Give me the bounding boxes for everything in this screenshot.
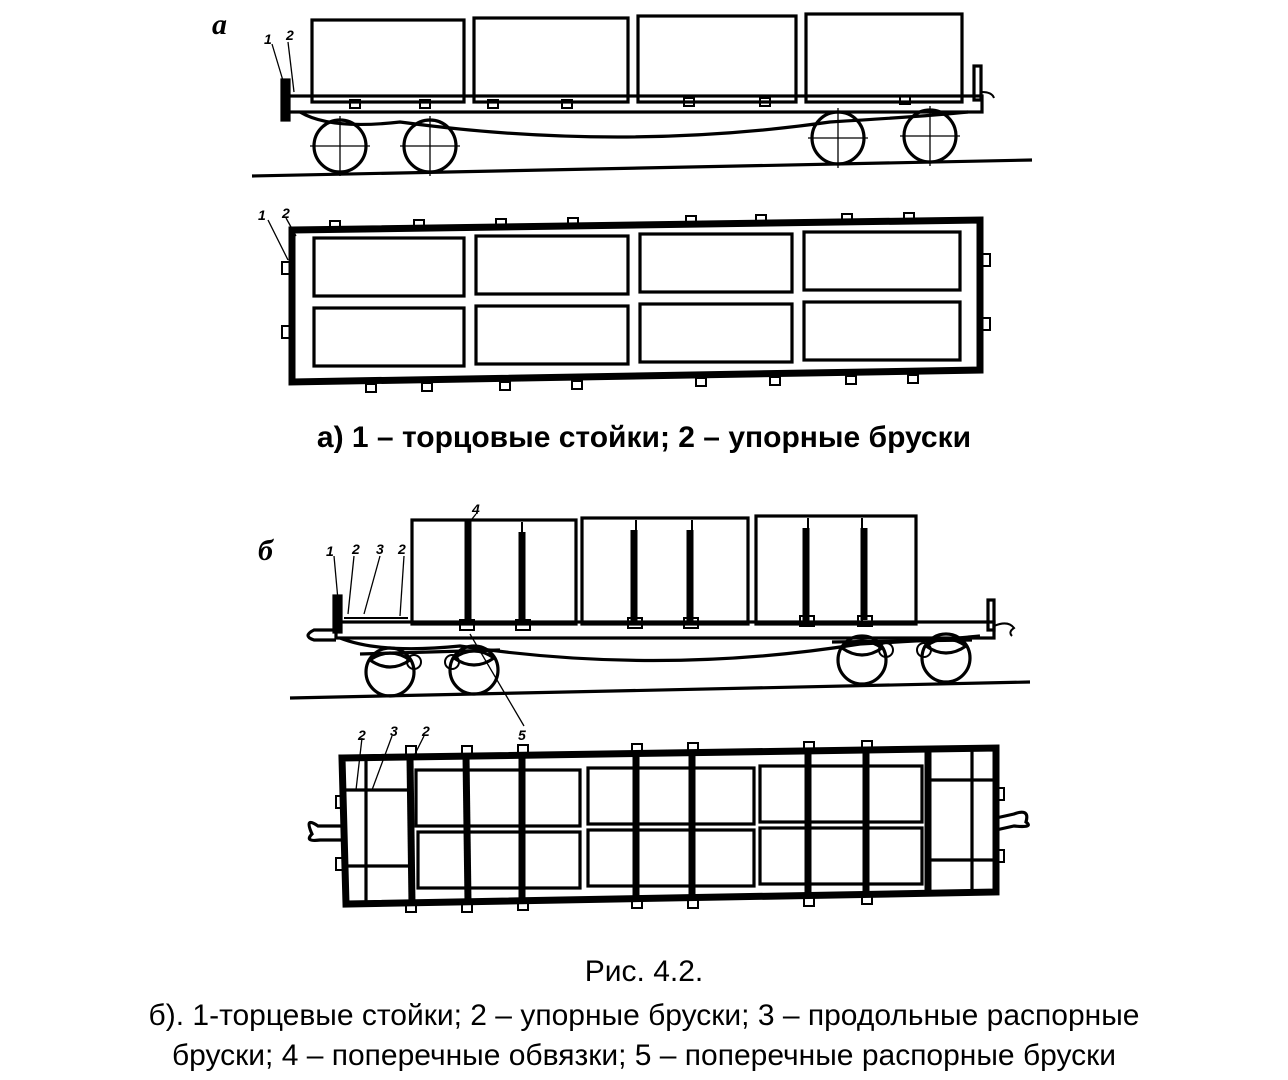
end-stake (986, 598, 996, 632)
label-2: 2 (351, 541, 360, 557)
stop-bar (683, 97, 695, 107)
panel-b-mark: б (258, 534, 274, 567)
cargo-block (754, 514, 918, 626)
end-stake (332, 594, 343, 634)
panel-b-top-view: 2 3 2 (307, 723, 1030, 913)
frame-belly (299, 110, 969, 139)
stop-bar (487, 99, 499, 109)
label-1: 1 (264, 31, 272, 47)
cargo-block (638, 302, 794, 364)
cross-ties (459, 520, 873, 631)
panel-a-side-view: а (212, 8, 1033, 178)
cargo-block (416, 830, 582, 890)
coupler (307, 820, 342, 842)
side-stubs (335, 740, 1005, 913)
cargo-block (804, 12, 964, 104)
cargo-block (636, 14, 798, 104)
label-3: 3 (376, 541, 384, 557)
label-2b: 2 (421, 723, 430, 739)
label-2: 2 (281, 205, 290, 221)
label-2: 2 (357, 727, 366, 743)
panel-a-top-view: 1 2 (258, 205, 991, 393)
cargo-block (758, 764, 924, 824)
leader-line (285, 217, 297, 237)
figure-title: Рис. 4.2. (584, 955, 704, 988)
stop-bar (349, 99, 361, 109)
cargo-block (414, 768, 582, 828)
cargo-block (312, 236, 466, 298)
label-2: 2 (285, 27, 294, 43)
stop-bar (899, 95, 911, 105)
label-5: 5 (518, 727, 526, 743)
cargo-block (310, 18, 466, 104)
bogie (359, 632, 973, 698)
cargo-block (410, 518, 578, 626)
panel-b-side-view: б (258, 501, 1031, 743)
side-stubs (281, 212, 991, 393)
cargo-block (802, 230, 962, 292)
panel-a-mark: а (212, 8, 227, 41)
leader-line (271, 43, 285, 85)
rail-line (289, 680, 1031, 700)
cargo-block (638, 232, 794, 294)
coupler (993, 622, 1016, 637)
end-stake (280, 78, 291, 122)
stop-bar (759, 97, 771, 107)
label-4: 4 (471, 501, 480, 517)
cargo-block (580, 516, 750, 626)
cargo-block (586, 828, 756, 888)
platform-outline (338, 744, 1000, 908)
coupler (995, 810, 1030, 832)
coupler (981, 91, 995, 99)
cargo-block (802, 300, 962, 362)
cargo-block (312, 306, 466, 368)
cargo-block (474, 234, 630, 296)
label-1: 1 (258, 207, 266, 223)
cargo-block (586, 766, 756, 826)
stop-bar (561, 99, 573, 109)
label-2b: 2 (397, 541, 406, 557)
cargo-block (758, 826, 924, 886)
cargo-block (474, 304, 630, 366)
end-stake (972, 64, 983, 102)
stop-bar (419, 99, 431, 109)
coupler (306, 628, 336, 642)
label-3: 3 (390, 723, 398, 739)
caption-b-line1: б). 1-торцевые стойки; 2 – упорные бруск… (148, 999, 1140, 1032)
rail-line (251, 158, 1033, 178)
caption-a: а) 1 – торцовые стойки; 2 – упорные брус… (316, 421, 972, 454)
leader-line (287, 41, 295, 93)
leader-line (267, 219, 289, 261)
caption-b-line2: бруски; 4 – поперечные обвязки; 5 – попе… (171, 1039, 1117, 1072)
platform-outline (288, 216, 984, 386)
label-1: 1 (326, 543, 334, 559)
platform-deck (284, 94, 984, 114)
cargo-block (472, 16, 630, 104)
wheelset (310, 106, 960, 176)
cross-ties (406, 748, 932, 905)
